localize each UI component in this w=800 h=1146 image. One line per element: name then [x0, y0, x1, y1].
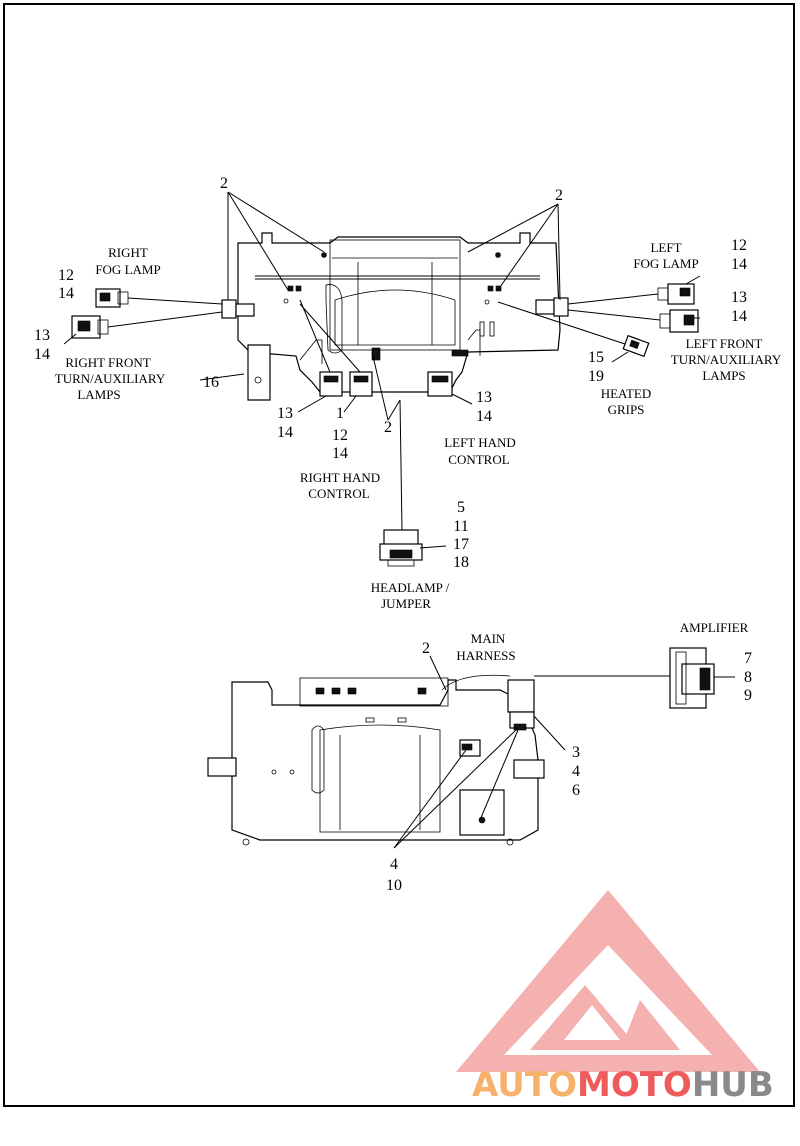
left-turn-lamp-connector [659, 309, 699, 333]
right-front-turn-label: LAMPS [77, 387, 120, 402]
heated-grips-label: GRIPS [608, 402, 645, 417]
right-front-turn-label: TURN/AUXILIARY [55, 371, 166, 386]
right-turn-lamp-connector [71, 315, 109, 339]
callout: 4 [390, 856, 398, 873]
callout-numbers: 2 2 12 14 13 14 16 13 14 1 12 14 2 13 14… [34, 175, 752, 894]
right-fog-lamp-connector [95, 288, 129, 308]
callout: 14 [476, 408, 492, 425]
callout: 4 [572, 763, 580, 780]
callout: 11 [453, 518, 468, 535]
callout: 2 [422, 640, 430, 657]
callout: 3 [572, 744, 580, 761]
callout: 14 [58, 285, 74, 302]
logo-hub: HUB [692, 1065, 774, 1105]
right-fog-lamp-label: FOG LAMP [95, 262, 160, 277]
callout: 14 [277, 424, 293, 441]
callout: 12 [731, 237, 747, 254]
left-front-turn-label: LAMPS [702, 368, 745, 383]
headlamp-jumper-label: HEADLAMP / [371, 580, 450, 595]
left-fog-lamp-connector [657, 283, 695, 305]
component-labels: RIGHT FOG LAMP LEFT FOG LAMP RIGHT FRONT… [55, 240, 782, 663]
callout: 18 [453, 554, 469, 571]
callout: 5 [457, 499, 465, 516]
right-hand-control-connectors [319, 371, 373, 397]
callout: 13 [731, 289, 747, 306]
left-hand-control-label: CONTROL [448, 452, 509, 467]
callout: 1 [336, 405, 344, 422]
left-front-turn-label: TURN/AUXILIARY [671, 352, 782, 367]
right-hand-control-label: RIGHT HAND [300, 470, 380, 485]
logo-text: AUTOMOTOHUB [472, 1065, 774, 1105]
diagram-frame [3, 3, 795, 1107]
callout: 2 [220, 175, 228, 192]
amplifier-connector [669, 647, 715, 709]
callout: 2 [384, 419, 392, 436]
right-hand-control-label: CONTROL [308, 486, 369, 501]
left-hand-control-connector [427, 371, 453, 397]
right-fog-lamp-label: RIGHT [108, 245, 148, 260]
callout: 17 [453, 536, 469, 553]
callout: 6 [572, 782, 580, 799]
callout: 2 [555, 187, 563, 204]
heated-grips-label: HEATED [601, 386, 652, 401]
callout: 14 [731, 308, 747, 325]
left-hand-control-label: LEFT HAND [444, 435, 516, 450]
right-front-turn-label: RIGHT FRONT [65, 355, 150, 370]
headlamp-jumper-connector [379, 529, 423, 567]
callout: 13 [476, 389, 492, 406]
callout: 15 [588, 349, 604, 366]
automotohub-logo [456, 890, 760, 1072]
left-fog-lamp-label: LEFT [650, 240, 681, 255]
logo-auto: AUTO [472, 1065, 577, 1105]
main-harness-label: HARNESS [456, 648, 515, 663]
callout: 14 [731, 256, 747, 273]
callout: 12 [332, 427, 348, 444]
amplifier-label: AMPLIFIER [680, 620, 749, 635]
upper-harness-assembly [221, 232, 569, 401]
callout: 7 [744, 650, 752, 667]
callout: 12 [58, 267, 74, 284]
callout: 14 [34, 346, 50, 363]
callout: 14 [332, 445, 348, 462]
callout: 19 [588, 368, 604, 385]
headlamp-jumper-label: JUMPER [381, 596, 431, 611]
callout: 13 [277, 405, 293, 422]
main-harness-label: MAIN [471, 631, 506, 646]
heated-grips-connector [622, 334, 650, 358]
callout: 16 [203, 374, 219, 391]
callout: 13 [34, 327, 50, 344]
callout: 9 [744, 687, 752, 704]
callout: 8 [744, 669, 752, 686]
lower-harness-assembly [207, 674, 545, 846]
callout: 10 [386, 877, 402, 894]
logo-moto: MOTO [577, 1065, 692, 1105]
left-front-turn-label: LEFT FRONT [686, 336, 763, 351]
left-fog-lamp-label: FOG LAMP [633, 256, 698, 271]
